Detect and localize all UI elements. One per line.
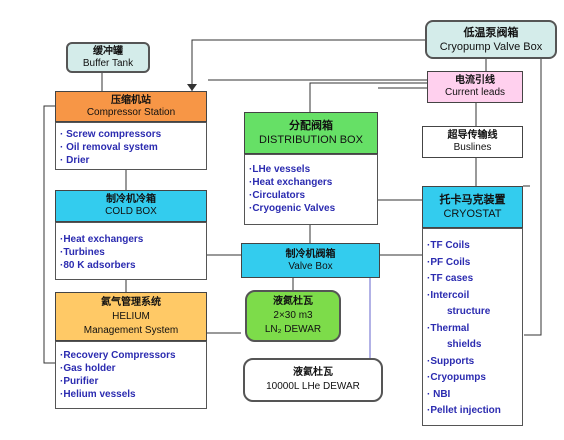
list-item: · Oil removal system	[60, 142, 158, 153]
list-item: ·Heat exchangers	[249, 177, 333, 188]
lhe-dewar-en: 10000L LHe DEWAR	[266, 381, 360, 392]
list-item: ·Cryopumps	[427, 372, 486, 383]
list-item: ·PF Coils	[427, 256, 471, 268]
list-item: shields	[447, 339, 482, 350]
distribution-cn: 分配阀箱	[289, 120, 333, 132]
ln2-dewar-cn: 液氮杜瓦	[273, 296, 313, 307]
cryostat-en: CRYOSTAT	[443, 208, 502, 220]
list-item: ·Thermal	[427, 322, 470, 334]
cold-box-header: 制冷机冷箱 COLD BOX	[55, 190, 207, 222]
cold-box-list: ·Heat exchangers ·Turbines ·80 K adsorbe…	[55, 222, 207, 280]
helium-cn: 氦气管理系统	[101, 296, 161, 308]
cryopump-valve-box: 低温泵阀箱 Cryopump Valve Box	[425, 20, 557, 59]
list-item: · Screw compressors	[60, 129, 162, 140]
buslines-cn: 超导传输线	[447, 130, 498, 141]
helium-en2: Management System	[83, 324, 179, 336]
list-item: ·Recovery Compressors	[60, 350, 176, 361]
list-item: ·TF cases	[427, 273, 474, 284]
cryostat-header: 托卡马克装置 CRYOSTAT	[422, 186, 523, 228]
cryopump-cn: 低温泵阀箱	[463, 26, 519, 39]
cryostat-list: ·TF Coils ·PF Coils ·TF cases ·Intercoil…	[422, 228, 523, 426]
list-item: · NBI	[427, 388, 451, 400]
list-item: ·Turbines	[60, 247, 105, 258]
compressor-cn: 压缩机站	[111, 94, 151, 106]
valve-box: 制冷机阀箱 Valve Box	[241, 243, 380, 278]
distribution-en: DISTRIBUTION BOX	[259, 134, 363, 146]
ln2-dewar-capacity: 2×30 m3	[273, 310, 313, 321]
cold-box-cn: 制冷机冷箱	[106, 194, 156, 205]
list-item: ·Heat exchangers	[60, 234, 144, 245]
list-item: ·TF Coils	[427, 240, 470, 251]
ln2-dewar-box: 液氮杜瓦 2×30 m3 LN₂ DEWAR	[245, 290, 341, 342]
list-item: ·Cryogenic Valves	[249, 203, 336, 214]
current-leads-box: 电流引线 Current leads	[427, 71, 523, 103]
current-leads-cn: 电流引线	[455, 75, 495, 86]
helium-en1: HELIUM	[112, 310, 150, 322]
current-leads-en: Current leads	[444, 87, 506, 98]
valve-box-en: Valve Box	[288, 260, 333, 272]
compressor-station-list: · Screw compressors · Oil removal system…	[55, 122, 207, 170]
buffer-tank-en: Buffer Tank	[82, 57, 134, 69]
list-item: ·Purifier	[60, 376, 99, 387]
ln2-dewar-en: LN₂ DEWAR	[264, 324, 322, 335]
distribution-box-header: 分配阀箱 DISTRIBUTION BOX	[244, 112, 378, 154]
list-item: ·Gas holder	[60, 363, 116, 374]
list-item: structure	[447, 306, 491, 317]
list-item: ·Intercoil	[427, 289, 470, 301]
buslines-en: Buslines	[453, 142, 492, 153]
lhe-dewar-cn: 液氦杜瓦	[293, 367, 333, 378]
compressor-en: Compressor Station	[86, 106, 176, 118]
helium-management-list: ·Recovery Compressors ·Gas holder ·Purif…	[55, 341, 207, 409]
list-item: ·Pellet injection	[427, 405, 501, 416]
list-item: ·Helium vessels	[60, 389, 136, 400]
cold-box-en: COLD BOX	[105, 206, 157, 217]
list-item: ·80 K adsorbers	[60, 260, 136, 271]
buslines-box: 超导传输线 Buslines	[422, 126, 523, 158]
compressor-station-header: 压缩机站 Compressor Station	[55, 91, 207, 122]
list-item: ·Circulators	[249, 190, 306, 201]
cryopump-en: Cryopump Valve Box	[439, 40, 543, 53]
list-item: ·LHe vessels	[249, 164, 311, 175]
distribution-box-list: ·LHe vessels ·Heat exchangers ·Circulato…	[244, 154, 378, 225]
helium-management-header: 氦气管理系统 HELIUM Management System	[55, 292, 207, 341]
list-item: · Drier	[60, 155, 90, 166]
lhe-dewar-box: 液氦杜瓦 10000L LHe DEWAR	[243, 358, 383, 402]
buffer-tank-box: 缓冲罐 Buffer Tank	[66, 42, 150, 73]
cryostat-cn: 托卡马克装置	[439, 194, 506, 206]
list-item: ·Supports	[427, 355, 475, 367]
buffer-tank-cn: 缓冲罐	[93, 45, 123, 57]
valve-box-cn: 制冷机阀箱	[285, 248, 336, 260]
